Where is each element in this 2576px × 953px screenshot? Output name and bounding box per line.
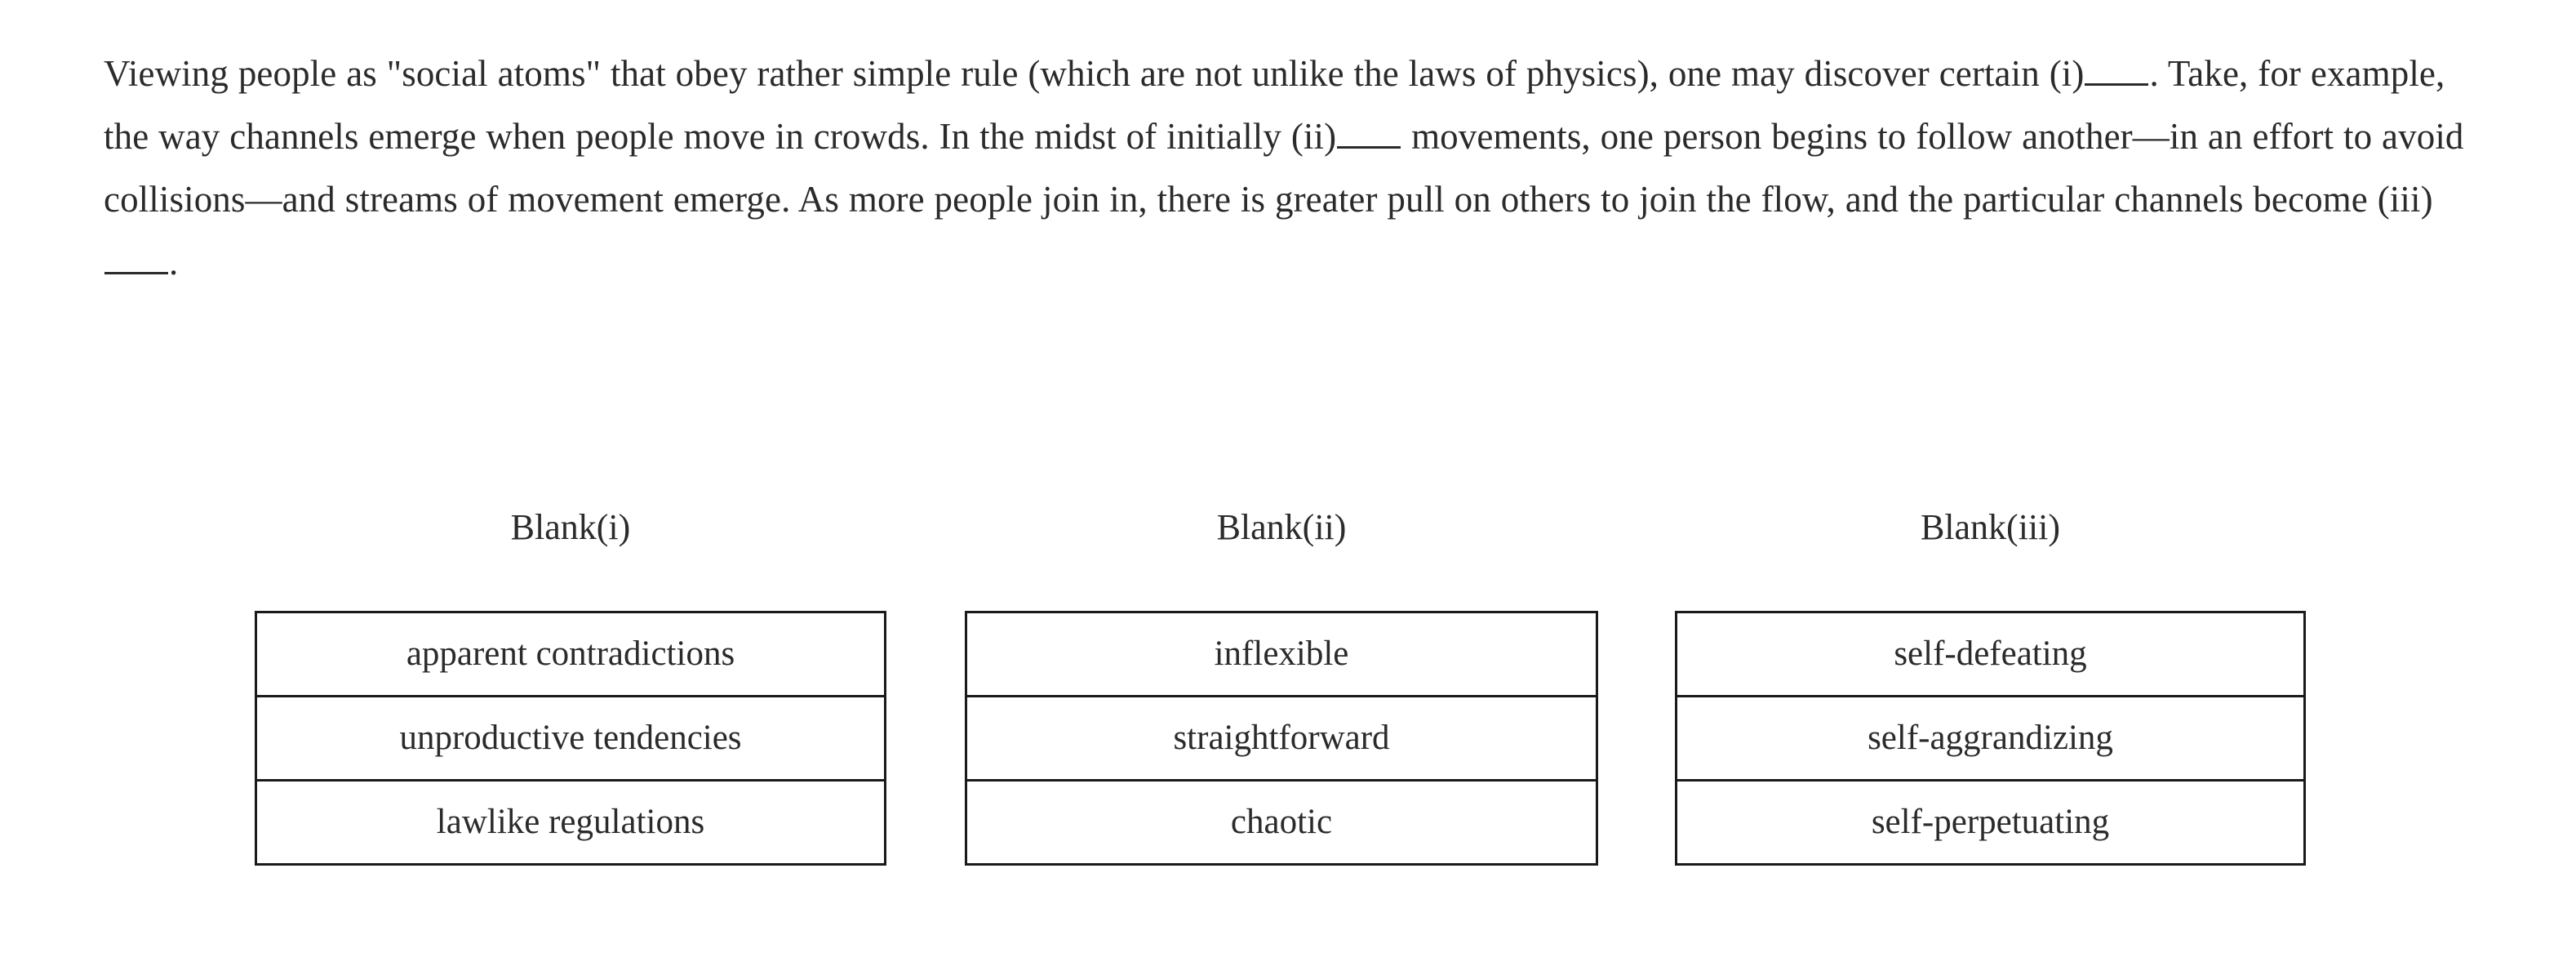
blank-i-option-1[interactable]: apparent contradictions [255, 611, 886, 697]
table-row[interactable]: self-perpetuating [1675, 779, 2306, 866]
blank-ii-option-2[interactable]: straightforward [965, 695, 1598, 782]
passage-blank-iii-rule [104, 244, 168, 274]
passage-line-1: Viewing people as "social atoms" that ob… [104, 53, 2040, 94]
blank-group-iii: Blank(iii) self-defeating self-aggrandiz… [1675, 506, 2306, 866]
passage-blank-i-label: (i) [2049, 53, 2085, 94]
table-row[interactable]: self-defeating [1675, 611, 2306, 697]
blank-ii-options-table: inflexible straightforward chaotic [965, 611, 1598, 866]
table-bottom-rule-artifact [255, 863, 826, 866]
table-row[interactable]: chaotic [965, 779, 1598, 866]
blank-i-option-3[interactable]: lawlike regulations [255, 779, 886, 866]
blank-ii-option-3[interactable]: chaotic [965, 779, 1598, 866]
table-row[interactable]: lawlike regulations [255, 779, 886, 866]
blank-i-option-2[interactable]: unproductive tendencies [255, 695, 886, 782]
table-row[interactable]: self-aggrandizing [1675, 695, 2306, 782]
passage-line-3: person begins to follow another—in an ef… [104, 116, 2464, 220]
table-row[interactable]: inflexible [965, 611, 1598, 697]
blank-iii-option-3[interactable]: self-perpetuating [1675, 779, 2306, 866]
passage-line-4-tail: . [169, 242, 179, 283]
passage-text: Viewing people as "social atoms" that ob… [104, 42, 2471, 294]
blank-iii-option-2[interactable]: self-aggrandizing [1675, 695, 2306, 782]
blank-ii-option-1[interactable]: inflexible [965, 611, 1598, 697]
passage-line-4-prefix: greater pull on others to join the flow,… [1274, 179, 2433, 220]
table-bottom-rule-artifact [1675, 863, 1773, 866]
blank-iii-options-table: self-defeating self-aggrandizing self-pe… [1675, 611, 2306, 866]
blank-iii-heading: Blank(iii) [1920, 507, 2061, 547]
blank-ii-heading: Blank(ii) [1216, 507, 1347, 547]
table-row[interactable]: unproductive tendencies [255, 695, 886, 782]
passage-line-2-tail: movements, one [1401, 116, 1654, 157]
blank-group-ii: Blank(ii) inflexible straightforward cha… [965, 506, 1598, 866]
passage-line-2-rest: . Take, for example, the way channels em… [104, 53, 2445, 157]
blank-i-options-table: apparent contradictions unproductive ten… [255, 611, 886, 866]
table-row[interactable]: straightforward [965, 695, 1598, 782]
blank-group-i: Blank(i) apparent contradictions unprodu… [255, 506, 886, 866]
blank-i-heading: Blank(i) [510, 507, 631, 547]
blank-iii-option-1[interactable]: self-defeating [1675, 611, 2306, 697]
passage-blank-i-rule [2085, 56, 2149, 86]
table-row[interactable]: apparent contradictions [255, 611, 886, 697]
passage-blank-ii-rule [1337, 118, 1401, 149]
